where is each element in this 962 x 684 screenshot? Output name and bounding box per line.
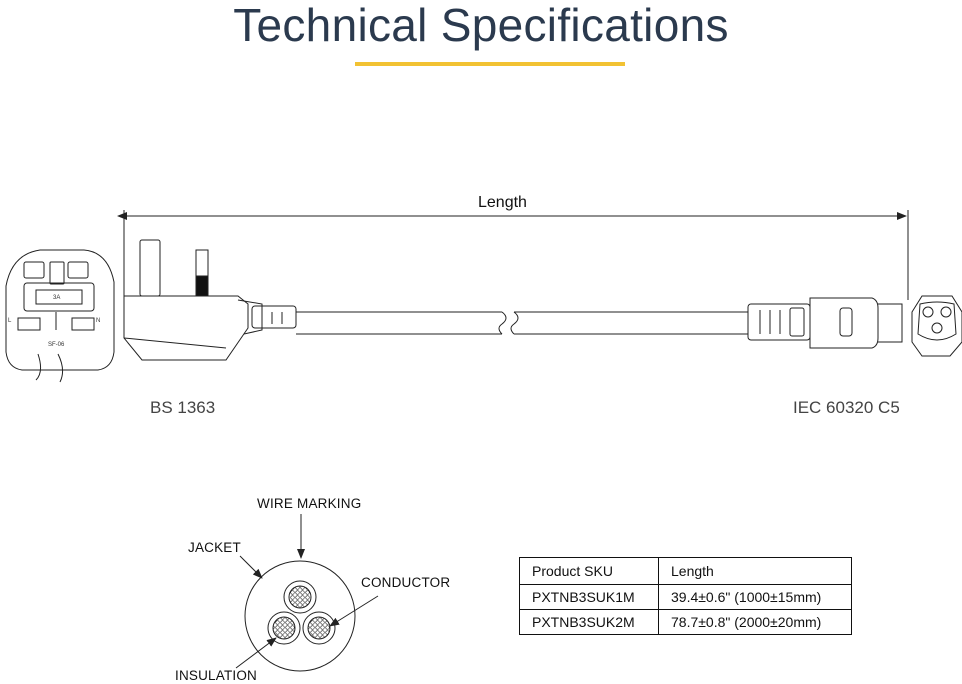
c5-connector-side xyxy=(747,297,903,349)
sku-cell: PXTNB3SUK2M xyxy=(519,609,659,635)
cable xyxy=(296,311,748,335)
page-title: Technical Specifications xyxy=(233,0,729,51)
insulation-label: INSULATION xyxy=(175,668,258,683)
table-header-row: Product SKU Length xyxy=(519,557,852,585)
jacket-label: JACKET xyxy=(188,540,241,555)
connector-standard-label: IEC 60320 C5 xyxy=(793,398,900,417)
conductor-label: CONDUCTOR xyxy=(361,575,451,590)
sku-cell: PXTNB3SUK1M xyxy=(519,584,659,610)
table-row: PXTNB3SUK1M 39.4±0.6" (1000±15mm) xyxy=(519,584,852,610)
svg-text:N: N xyxy=(96,318,100,324)
svg-text:L: L xyxy=(8,318,12,324)
plug-side-view xyxy=(123,239,297,361)
wire-marking-label: WIRE MARKING xyxy=(257,496,362,511)
length-dimension xyxy=(117,210,909,300)
cross-section-leaders xyxy=(235,514,379,669)
svg-text:3A: 3A xyxy=(53,295,60,301)
length-cell: 78.7±0.8" (2000±20mm) xyxy=(658,609,852,635)
header-length: Length xyxy=(658,557,852,585)
length-cell: 39.4±0.6" (1000±15mm) xyxy=(658,584,852,610)
title-underline xyxy=(355,62,625,66)
c5-connector-face xyxy=(911,295,962,357)
uk-plug-face xyxy=(5,249,115,383)
plug-standard-label: BS 1363 xyxy=(150,398,216,417)
length-label: Length xyxy=(478,194,527,211)
svg-text:SF-06: SF-06 xyxy=(48,342,65,348)
header-product-sku: Product SKU xyxy=(519,557,659,585)
plug-face-markings: L N SF-06 3A xyxy=(8,295,100,348)
table-row: PXTNB3SUK2M 78.7±0.8" (2000±20mm) xyxy=(519,609,852,635)
spec-table: Product SKU Length PXTNB3SUK1M 39.4±0.6"… xyxy=(519,557,852,635)
